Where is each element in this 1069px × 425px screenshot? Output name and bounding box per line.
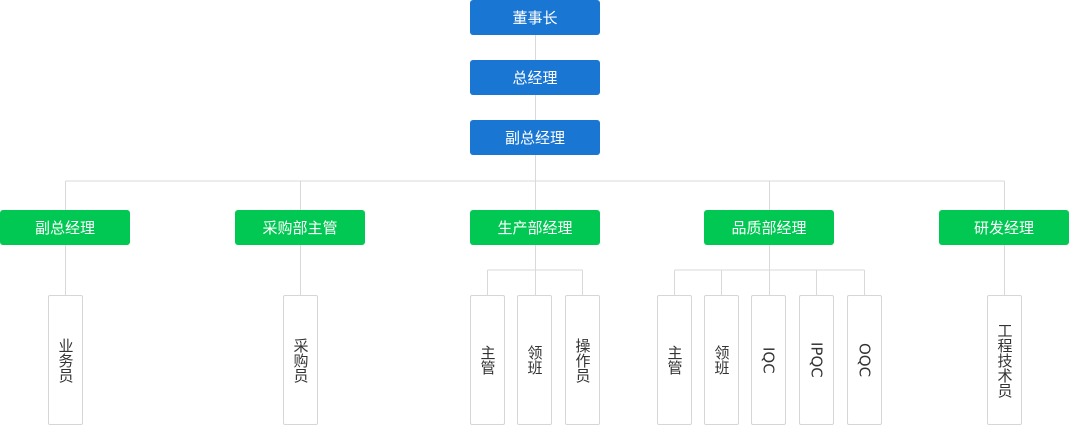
role-label: 业务员: [56, 337, 75, 383]
role-node-production-supervisor[interactable]: 主管: [470, 295, 505, 425]
dept-node-deputy-gm[interactable]: 副总经理: [0, 210, 130, 245]
role-label: 主管: [665, 345, 684, 375]
dept-node-purchasing[interactable]: 采购部主管: [235, 210, 365, 245]
role-label: IQC: [759, 346, 778, 374]
role-node-iqc[interactable]: IQC: [751, 295, 786, 425]
role-node-buyer[interactable]: 采购员: [283, 295, 318, 425]
exec-node-deputy-general-manager[interactable]: 副总经理: [470, 120, 600, 155]
role-label: IPQC: [807, 342, 826, 378]
role-node-oqc[interactable]: OQC: [847, 295, 882, 425]
exec-node-chairman[interactable]: 董事长: [470, 0, 600, 35]
role-node-quality-supervisor[interactable]: 主管: [657, 295, 692, 425]
role-node-ipqc[interactable]: IPQC: [799, 295, 834, 425]
role-node-sales[interactable]: 业务员: [48, 295, 83, 425]
dept-node-production[interactable]: 生产部经理: [470, 210, 600, 245]
dept-node-quality[interactable]: 品质部经理: [704, 210, 834, 245]
dept-node-rnd[interactable]: 研发经理: [939, 210, 1069, 245]
role-label: 领班: [525, 345, 544, 375]
exec-node-general-manager[interactable]: 总经理: [470, 60, 600, 95]
connector-line-group: [65, 35, 1005, 295]
role-label: 工程技术员: [995, 322, 1014, 398]
role-label: 操作员: [573, 337, 592, 383]
role-node-operator[interactable]: 操作员: [565, 295, 600, 425]
role-node-engineering-technician[interactable]: 工程技术员: [987, 295, 1022, 425]
role-label: 采购员: [291, 337, 310, 383]
role-label: 主管: [478, 345, 497, 375]
role-label: 领班: [712, 345, 731, 375]
role-label: OQC: [855, 342, 874, 378]
role-node-quality-foreman[interactable]: 领班: [704, 295, 739, 425]
role-node-production-foreman[interactable]: 领班: [517, 295, 552, 425]
